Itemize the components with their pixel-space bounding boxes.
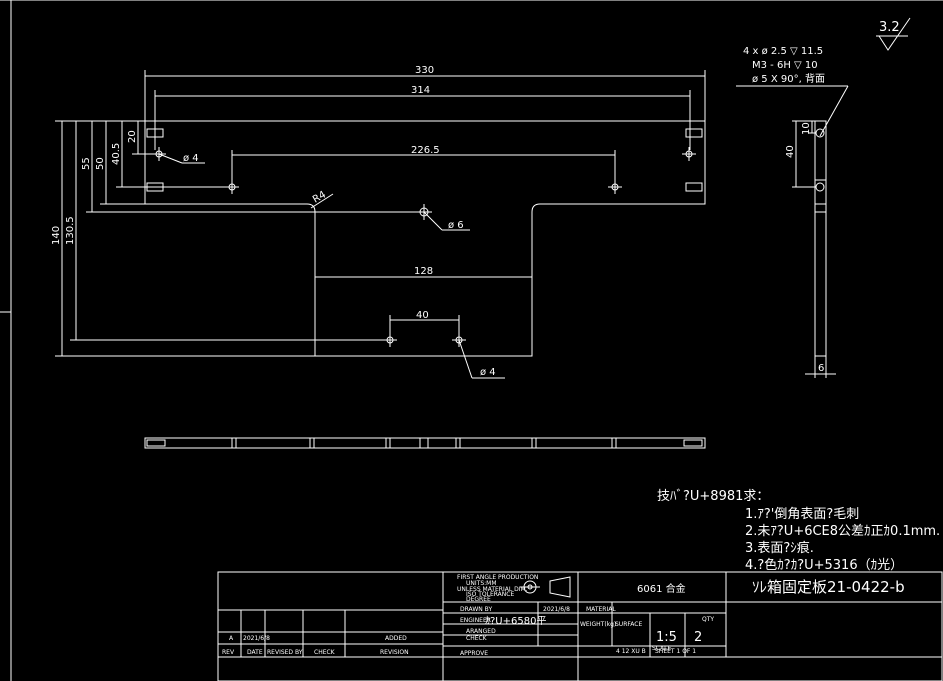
tb-rev-header: REV [222, 649, 235, 656]
tb-revision-header: REVISION [380, 649, 409, 656]
tb-projection-5: DEGREE [466, 596, 491, 603]
tb-scale-label: SCALE [652, 645, 671, 652]
dim-phi4-top: ø 4 [183, 153, 199, 164]
tb-rev-note: ADDED [385, 635, 407, 642]
note-4: 4.?色ｶ?ｶ?U+5316（ｶ光） [745, 557, 903, 573]
tb-scale: 1:5 [656, 630, 677, 645]
part-bottom-view [144, 437, 706, 449]
side-dim-6: 6 [818, 363, 824, 374]
tb-sheet: SHEET 1 OF 1 [655, 648, 696, 655]
dim-226-5: 226.5 [411, 145, 440, 156]
tb-qty: 2 [694, 630, 702, 645]
dim-phi6: ø 6 [448, 220, 464, 231]
tb-surface-label: SURFACE [615, 621, 642, 628]
tb-projection-1: FIRST ANGLE PRODUCTION [457, 574, 538, 581]
dim-40-5: 40.5 [111, 143, 122, 165]
hole-spec-line-3: ø 5 X 90°, 背面 [752, 72, 825, 85]
dim-20: 20 [127, 130, 138, 143]
tb-projection-4: ISO TOLERANCE [466, 591, 514, 598]
dim-130-5: 130.5 [65, 216, 76, 245]
part-side-view [792, 120, 836, 378]
tb-rev-a-date: 2021/6/8 [243, 635, 270, 642]
tb-arranged-label: ARANGED [466, 628, 496, 635]
surface-roughness-symbol: 3.2 [876, 17, 911, 51]
tb-date-header: DATE [247, 649, 263, 656]
tb-material-label: MATERIAL [586, 606, 616, 613]
hole-spec-line-1: 4 x ø 2.5 ▽ 11.5 [743, 46, 823, 57]
tb-rev-a: A [229, 635, 234, 642]
dim-314: 314 [411, 85, 430, 96]
tb-engineer: ｶ?U+6580平 [485, 615, 546, 627]
roughness-value: 3.2 [879, 20, 900, 35]
tb-material: 6061 合金 [637, 582, 686, 595]
tb-projection-3: UNLESS MATERIAL DIM. [457, 586, 528, 593]
tb-weight-label: WEIGHT(kg) [580, 621, 616, 628]
note-2: 2.未ｱ?U+6CE8公差ｶ正ｶ0.1mm. [745, 524, 940, 539]
dim-phi4-bottom: ø 4 [480, 367, 496, 378]
hole-spec-callout: 4 x ø 2.5 ▽ 11.5 M3 - 6H ▽ 10 ø 5 X 90°,… [736, 46, 849, 137]
tb-engineer-label: ENGINEER [460, 617, 491, 624]
dim-140: 140 [51, 226, 62, 245]
note-1: 1.ｱ?'倒角表面?毛刺 [745, 507, 859, 522]
dim-330: 330 [415, 65, 434, 76]
dimension-lines [55, 70, 706, 379]
title-block [217, 571, 943, 681]
dim-r4: R4 [311, 189, 328, 205]
tb-revised-by-header: REVISED BY [267, 649, 303, 656]
side-dim-40: 40 [785, 145, 796, 158]
tb-drawing-title: ｿﾚ箱固定板21-0422-b [752, 578, 905, 596]
note-3: 3.表面?ｼ痕. [745, 540, 814, 556]
tb-total-label: 4 12 XU B [616, 648, 646, 655]
tb-approve-label: APPROVE [460, 650, 488, 657]
tb-drawn-label: DRAWN BY [460, 606, 492, 613]
dim-128: 128 [414, 266, 433, 277]
hole-spec-line-2: M3 - 6H ▽ 10 [752, 60, 818, 71]
tb-projection-2: UNITS:MM [466, 580, 497, 587]
tb-check-header: CHECK [314, 649, 336, 656]
tb-check-label: CHECK [466, 635, 488, 642]
tb-qty-label: QTY [702, 616, 714, 623]
technical-notes: 技ﾊﾞ?U+8981求： 1.ｱ?'倒角表面?毛刺 2.未ｱ?U+6CE8公差ｶ… [657, 489, 940, 573]
side-dim-10: 10 [801, 122, 812, 135]
tb-date: 2021/6/8 [543, 606, 570, 613]
dim-55: 55 [81, 157, 92, 170]
notes-title: 技ﾊﾞ?U+8981求： [657, 489, 769, 504]
dim-40: 40 [416, 310, 429, 321]
dim-50: 50 [95, 157, 106, 170]
